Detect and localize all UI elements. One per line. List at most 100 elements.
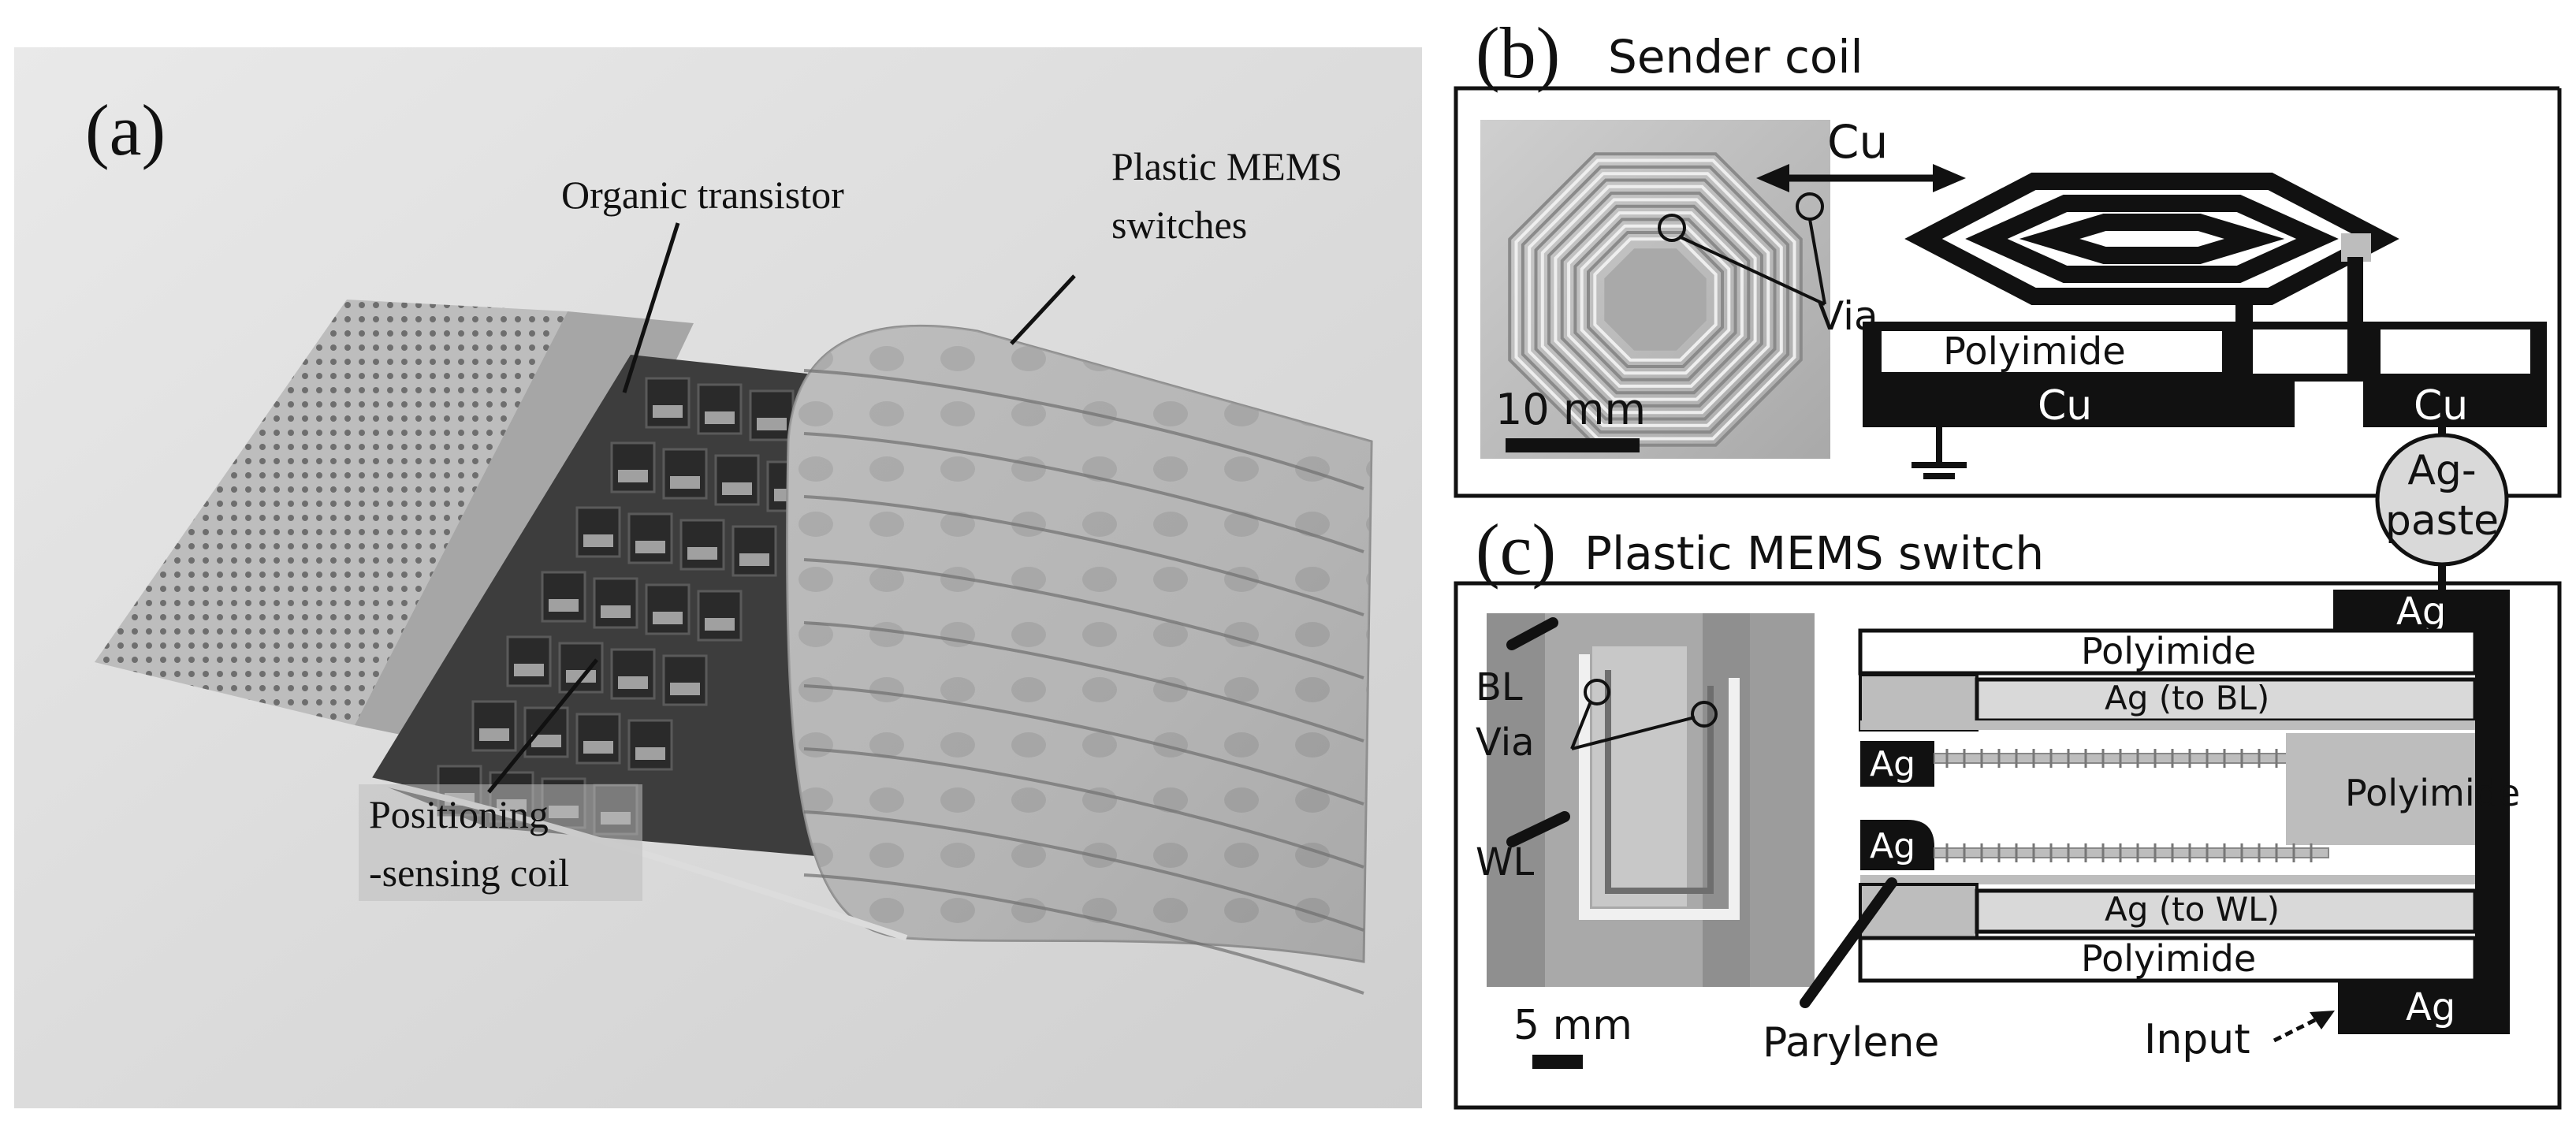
mems-stripe <box>803 684 1364 806</box>
ag-to-wl-box <box>1975 888 2477 934</box>
parylene-label: Parylene <box>1763 1019 1939 1067</box>
coil-ring <box>1540 184 1770 415</box>
mems-stripe <box>803 369 1364 490</box>
polyimide-bottom-label: Polyimide <box>2081 937 2256 980</box>
input-arrow <box>2273 1014 2323 1043</box>
coil-ring <box>1547 192 1763 408</box>
cu-bar-left <box>1863 382 2295 427</box>
coil-cell <box>697 590 743 642</box>
ag-to-wl-label: Ag (to WL) <box>2105 890 2280 929</box>
panel-c-title: Plastic MEMS switch <box>1584 527 2044 580</box>
polyimide-label-b: Polyimide <box>1943 329 2126 374</box>
coil-ring <box>1521 165 1790 434</box>
polyimide-right-label: Polyimide <box>2345 772 2520 814</box>
via-marker-4 <box>1691 701 1718 728</box>
coil-ring <box>1528 172 1783 427</box>
ag-to-bl-box <box>1975 677 2477 723</box>
ag-paste-line2: paste <box>2385 497 2499 545</box>
bl-label: BL <box>1476 665 1523 709</box>
coil-ring <box>1534 178 1777 421</box>
ag-paste-circle <box>2375 433 2509 567</box>
coil-cell <box>627 512 673 564</box>
coil-cells <box>437 377 847 836</box>
coil-cell <box>575 506 621 558</box>
mems-leader <box>1010 274 1076 345</box>
dot-grid-sheet <box>95 300 568 725</box>
scale-label-c: 5 mm <box>1513 1002 1632 1049</box>
coil-cell <box>558 642 604 694</box>
coil-cell <box>627 719 673 771</box>
wl-probe <box>1506 811 1570 847</box>
coil-cell <box>610 441 656 493</box>
polyimide-bottom-box <box>1858 936 2477 983</box>
ag-left-lower-block <box>1860 820 1934 870</box>
ag-paste-connector: Ag- paste <box>2375 427 2509 599</box>
coil-ring <box>1508 152 1803 447</box>
cu-top-label: Cu <box>1827 115 1888 169</box>
coil-ring <box>1587 231 1724 368</box>
ag-left-lower-label: Ag <box>1870 826 1915 866</box>
coil-label-line1: Positioning <box>369 792 549 836</box>
cu-bar-right <box>2363 382 2547 427</box>
ag-left-upper-label: Ag <box>1870 744 1915 784</box>
coil-cell <box>610 648 656 700</box>
organic-transistor-label: Organic transistor <box>561 173 844 217</box>
coil-cell <box>645 377 691 429</box>
bl-probe <box>1506 617 1558 650</box>
coil-cell <box>471 700 517 752</box>
coil-cell <box>697 383 743 435</box>
via-marker-1 <box>1658 214 1686 242</box>
via-label-c: Via <box>1476 720 1535 765</box>
panel-a-label: (a) <box>85 90 166 170</box>
scale-bar-c <box>1532 1055 1583 1069</box>
polyimide-top-box <box>1858 628 2477 676</box>
panel-c-label: (c) <box>1476 509 1556 590</box>
panel-b: (b) Sender coil Via 10 mm Cu Polyimide <box>1454 13 2562 498</box>
cu-right-label: Cu <box>2414 382 2468 430</box>
mems-stripe <box>803 810 1364 932</box>
scale-label-b: 10 mm <box>1495 385 1646 434</box>
scale-bar-b <box>1506 438 1640 452</box>
panel-c: (c) Plastic MEMS switch BL Via WL 5 mm A… <box>1454 509 2562 1110</box>
input-label: Input <box>2144 1016 2250 1063</box>
parylene-pointer <box>1800 877 1897 1008</box>
ag-top-right-label: Ag <box>2396 590 2446 634</box>
mems-label-line1: Plastic MEMS <box>1111 144 1342 188</box>
coil-cell <box>749 389 795 441</box>
wl-label: WL <box>1476 840 1534 884</box>
panel-a-photo: (a) Organic transistor Plastic MEMS swit… <box>14 47 1422 1108</box>
polyimide-box-b <box>1878 328 2225 375</box>
coil-cell <box>714 454 760 506</box>
mems-stripe <box>803 558 1364 679</box>
coil-ring <box>1554 198 1757 401</box>
switch-cross-section: Ag Polyimide Ag (to BL) Ag Polyimide Ag <box>1763 590 2520 1067</box>
coil-cell <box>662 448 708 500</box>
coil-ring <box>1573 218 1737 382</box>
panel-c-frame <box>1454 581 2562 1110</box>
ag-to-bl-label: Ag (to BL) <box>2105 679 2269 717</box>
coil-cell <box>645 583 691 635</box>
mems-stripe <box>803 747 1364 869</box>
coil-cell <box>575 713 621 765</box>
ag-left-upper-block <box>1860 741 1934 787</box>
via-marker-3 <box>1584 679 1610 705</box>
coil-cell <box>541 571 586 623</box>
coil-cell <box>506 635 552 687</box>
panel-b-label: (b) <box>1476 13 1560 93</box>
coil-cell <box>523 706 569 758</box>
coil-leader <box>487 658 598 794</box>
octagon-coil-rings <box>1508 152 1803 447</box>
spiral-coil-schematic <box>1904 173 2399 305</box>
mems-stripe <box>803 432 1364 553</box>
coil-cell <box>662 654 708 706</box>
mems-stripe <box>803 621 1364 743</box>
coil-ring <box>1593 237 1718 362</box>
upper-electrode-strip <box>1934 753 2329 764</box>
coil-label-line2: -sensing coil <box>369 851 569 895</box>
coil-ring <box>1567 211 1744 388</box>
ag-paste-line1: Ag- <box>2407 447 2476 494</box>
mems-stripe <box>803 495 1364 616</box>
organic-transistor-leader <box>622 222 680 393</box>
coil-cell <box>593 577 638 629</box>
